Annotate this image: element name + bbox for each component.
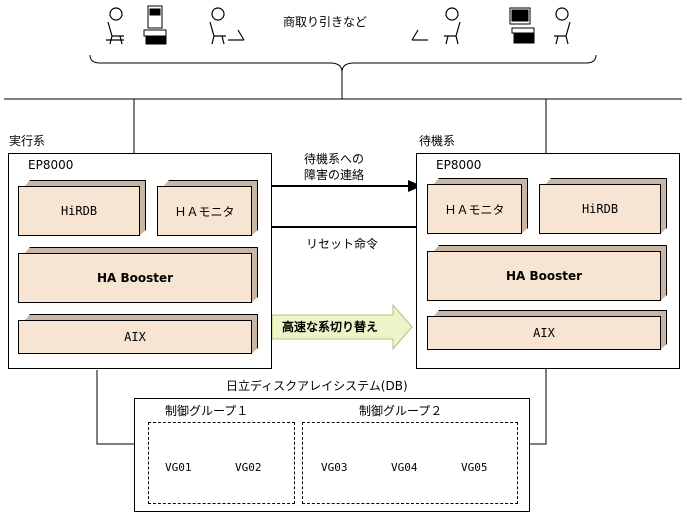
active-hirdb: HiRDB (18, 180, 146, 236)
disk-label-vg05: VG05 (461, 461, 488, 474)
standby-aix: AIX (427, 310, 667, 350)
user-icon-2 (209, 7, 245, 45)
notify-label-line1: 待機系への (304, 152, 365, 166)
switch-arrow (271, 303, 413, 351)
active-aix: AIX (18, 314, 258, 354)
group1-label: 制御グループ１ (165, 404, 249, 418)
notify-arrow-head (408, 180, 422, 192)
storage-link-standby (528, 368, 547, 445)
computer-icon-2 (509, 7, 535, 44)
user-icon-3 (411, 7, 461, 45)
computer-icon-1 (143, 5, 167, 45)
active-system-label: 実行系 (9, 134, 46, 148)
active-ha-monitor: ＨＡモニタ (157, 180, 258, 236)
storage-title: 日立ディスクアレイシステム(DB) (226, 379, 408, 393)
reset-label: リセット命令 (306, 237, 379, 251)
standby-hirdb: HiRDB (539, 178, 667, 234)
disk-label-vg03: VG03 (321, 461, 348, 474)
notify-label-line2: 障害の連絡 (304, 168, 365, 182)
disk-label-vg04: VG04 (391, 461, 418, 474)
brace (89, 54, 597, 73)
group2-label: 制御グループ２ (359, 404, 443, 418)
standby-machine-label: EP8000 (436, 158, 482, 172)
standby-system-label: 待機系 (419, 134, 456, 148)
disk-label-vg01: VG01 (165, 461, 192, 474)
storage-link-active (96, 370, 134, 445)
standby-ha-booster: HA Booster (427, 245, 667, 301)
storage-box (134, 398, 530, 512)
switch-label: 高速な系切り替え (282, 320, 379, 334)
active-ha-booster: HA Booster (18, 247, 258, 303)
standby-ha-monitor: ＨＡモニタ (427, 178, 528, 234)
user-icon-4 (554, 7, 571, 45)
user-icon-1 (106, 7, 124, 45)
disk-label-vg02: VG02 (235, 461, 262, 474)
top-label: 商取り引きなど (283, 15, 368, 29)
group2-frame (302, 422, 518, 504)
group1-frame (148, 422, 295, 504)
active-machine-label: EP8000 (28, 158, 74, 172)
